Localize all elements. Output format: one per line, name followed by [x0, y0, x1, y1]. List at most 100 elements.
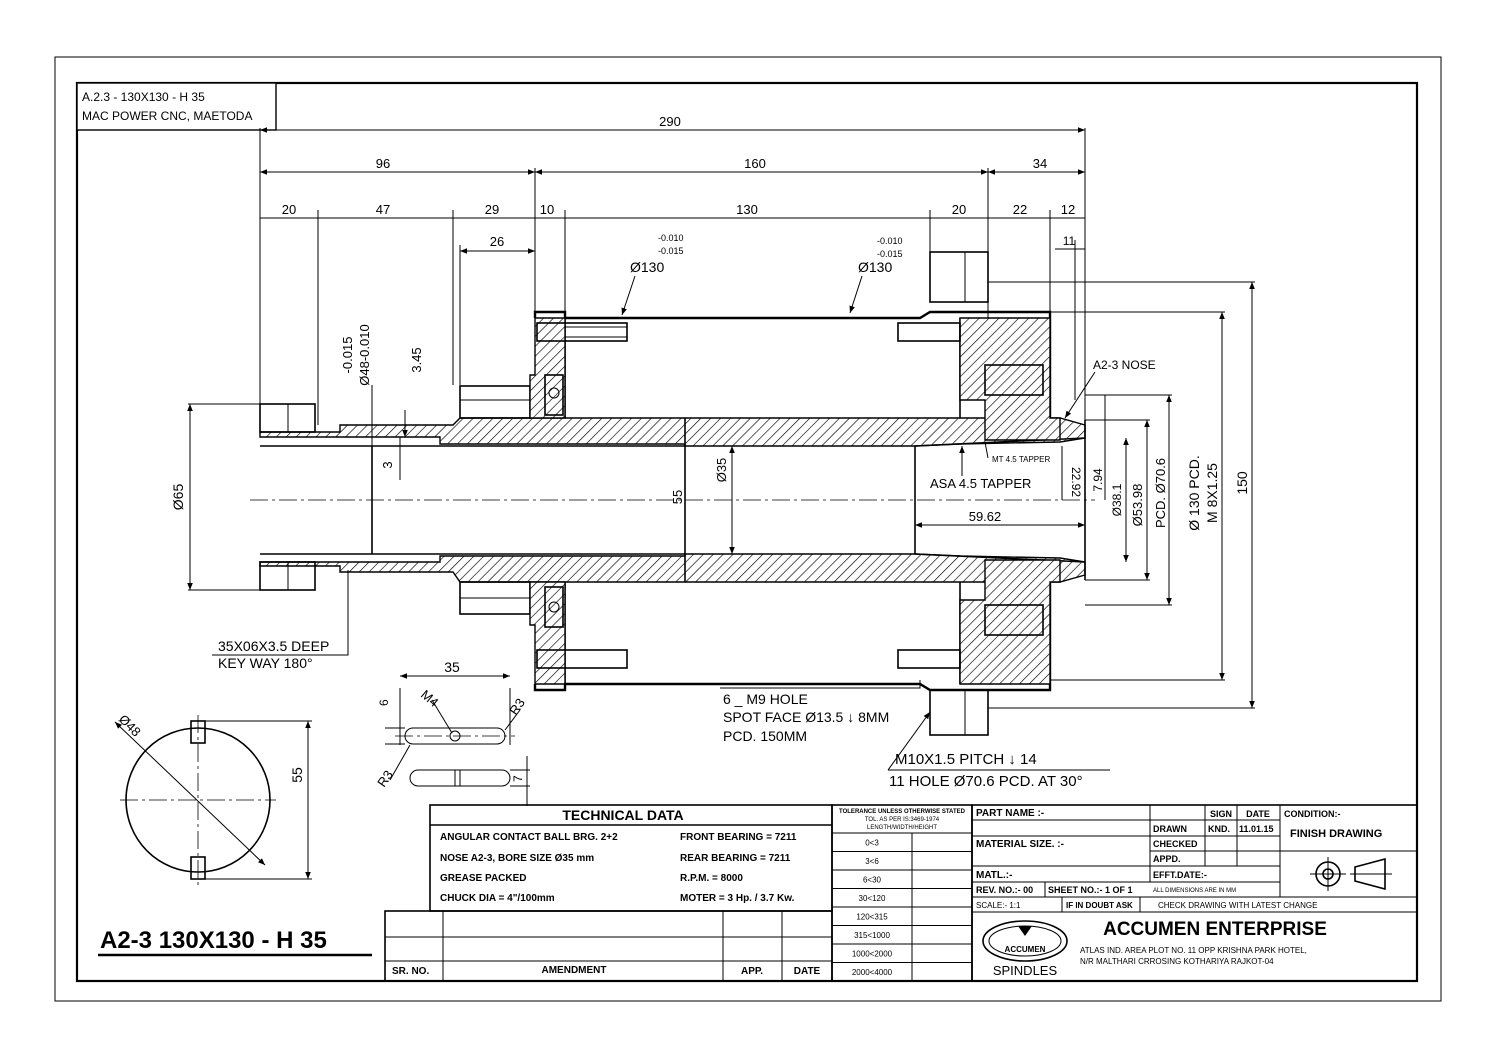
dim-7-94: 7.94 — [1091, 468, 1105, 492]
key-dim-7: 7 — [511, 775, 525, 782]
dim-pcd70-6: PCD. Ø70.6 — [1153, 458, 1168, 528]
tolerance-heading-1: TOLERANCE UNLESS OTHERWISE STATED — [839, 809, 966, 815]
end-view-dia48: Ø48 — [116, 712, 144, 740]
company-name: ACCUMEN ENTERPRISE — [1103, 919, 1327, 940]
condition-value: FINISH DRAWING — [1290, 828, 1382, 840]
keyway-note-1: 35X06X3.5 DEEP — [218, 638, 329, 654]
dim-20a: 20 — [282, 202, 296, 217]
dim-22: 22 — [1013, 202, 1027, 217]
dim-dia48: Ø48-0.010 — [357, 324, 372, 385]
m10-note-2: 11 HOLE Ø70.6 PCD. AT 30° — [889, 773, 1083, 790]
all-dimensions: ALL DIMENSIONS ARE IN MM — [1153, 888, 1236, 894]
address-line2: N/R MALTHARI CRROSING KOTHARIYA RAJKOT-0… — [1080, 957, 1274, 966]
tolerance-range: 30<120 — [859, 894, 886, 903]
if-in-doubt: IF IN DOUBT ASK — [1066, 901, 1133, 910]
end-view: Ø48 55 — [114, 712, 312, 885]
tolerance-table: TOLERANCE UNLESS OTHERWISE STATED TOL. A… — [831, 804, 973, 982]
dim-10: 10 — [540, 202, 554, 217]
header-line1: A.2.3 - 130X130 - H 35 — [82, 90, 205, 104]
nose-label: A2-3 NOSE — [1093, 358, 1156, 372]
date-heading: DATE — [1246, 809, 1270, 819]
asa-taper: ASA 4.5 TAPPER — [930, 476, 1031, 491]
sign-heading: SIGN — [1210, 809, 1232, 819]
check-drawing: CHECK DRAWING WITH LATEST CHANGE — [1158, 901, 1317, 910]
tolerance-range: 0<3 — [865, 839, 879, 848]
notes: 35X06X3.5 DEEP KEY WAY 180° 6 _ M9 HOLE … — [212, 570, 1110, 790]
side-dimensions: Ø65 -0.015 Ø48-0.010 3.45 3 55 Ø35 ASA 4… — [170, 281, 1255, 709]
dim-12: 12 — [1061, 202, 1075, 217]
spindle-section — [250, 251, 1095, 736]
outer-border — [54, 56, 1442, 1002]
appd-label: APPD. — [1153, 854, 1181, 864]
tech-row3-left: GREASE PACKED — [440, 873, 527, 884]
amendment-sr-no: SR. NO. — [392, 966, 429, 977]
top-dimensions: 290 96 160 34 20 47 29 10 130 20 22 12 2… — [259, 114, 1086, 425]
dim-dia38-1: Ø38.1 — [1110, 483, 1124, 516]
amendment-date: DATE — [794, 966, 821, 977]
key-detail: 35 M4 6 R3 R3 7 — [374, 659, 530, 806]
drawn-date: 11.01.15 — [1239, 824, 1274, 834]
tolerance-heading-2: TOL. AS PER IS:3469-1974 — [865, 817, 940, 823]
technical-data-table: TECHNICAL DATA ANGULAR CONTACT BALL BRG.… — [429, 804, 833, 912]
dim-26: 26 — [490, 234, 504, 249]
drawn-label: DRAWN — [1153, 824, 1187, 834]
rev-no: REV. NO.:- 00 — [976, 885, 1033, 895]
tech-row4-left: CHUCK DIA = 4"/100mm — [440, 893, 555, 904]
dim-dia65: Ø65 — [170, 484, 186, 511]
dim-59-62: 59.62 — [969, 509, 1002, 524]
header-box: A.2.3 - 130X130 - H 35 MAC POWER CNC, MA… — [76, 82, 277, 131]
tol-right-lower: -0.015 — [877, 249, 903, 259]
dim-dia35: Ø35 — [714, 458, 729, 483]
dim-29: 29 — [485, 202, 499, 217]
tol-left-upper: -0.010 — [658, 233, 684, 243]
tech-row2-right: REAR BEARING = 7211 — [680, 853, 791, 864]
tolerance-range: 1000<2000 — [852, 950, 893, 959]
checked-label: CHECKED — [1153, 839, 1198, 849]
dim-dia53-98: Ø53.98 — [1130, 484, 1145, 527]
tech-row4-right: MOTER = 3 Hp. / 3.7 Kw. — [680, 893, 795, 904]
dim-dia130-left: Ø130 — [630, 259, 664, 275]
key-dim-35: 35 — [444, 659, 460, 675]
material-size: MATERIAL SIZE. :- — [976, 839, 1064, 850]
tech-row1-right: FRONT BEARING = 7211 — [680, 832, 797, 843]
accumen-logo-icon: ACCUMEN — [982, 920, 1068, 962]
drawn-sign: KND. — [1208, 824, 1230, 834]
efft-date: EFFT.DATE:- — [1153, 870, 1207, 880]
dim-11: 11 — [1063, 234, 1076, 248]
mt-taper: MT 4.5 TAPPER — [992, 455, 1050, 464]
matl: MATL.:- — [976, 870, 1012, 881]
dim-150: 150 — [1234, 471, 1250, 495]
dim-96: 96 — [376, 156, 390, 171]
dim-dia48-tol: -0.015 — [340, 337, 355, 374]
key-dim-m4: M4 — [418, 687, 441, 710]
tolerance-range: 315<1000 — [854, 931, 890, 940]
header-line2: MAC POWER CNC, MAETODA — [82, 109, 252, 123]
tolerance-range: 3<6 — [865, 857, 879, 866]
dim-20b: 20 — [952, 202, 966, 217]
hole-note-1: 6 _ M9 HOLE — [723, 691, 808, 707]
dim-55: 55 — [670, 490, 685, 504]
tol-left-lower: -0.015 — [658, 246, 684, 256]
dim-m8: M 8X1.25 — [1204, 463, 1220, 523]
end-view-dim-55: 55 — [289, 767, 305, 783]
tolerance-range: 2000<4000 — [852, 968, 893, 977]
tolerance-heading-3: LENGTH/WIDTH/HEIGHT — [867, 825, 937, 831]
projection-symbol-icon — [1310, 857, 1392, 891]
key-dim-r3-bottom: R3 — [374, 767, 396, 789]
tolerance-range: 120<315 — [856, 913, 888, 922]
dim-pcd130: Ø 130 PCD. — [1186, 455, 1202, 530]
m10-note-1: M10X1.5 PITCH ↓ 14 — [895, 751, 1037, 768]
tolerance-range: 6<30 — [863, 876, 882, 885]
logo-text: ACCUMEN — [1005, 945, 1046, 954]
hole-note-2: SPOT FACE Ø13.5 ↓ 8MM — [723, 709, 889, 725]
amendment-app: APP. — [741, 966, 763, 977]
dim-3-45: 3.45 — [409, 347, 424, 372]
drawing-title: A2-3 130X130 - H 35 — [100, 927, 327, 954]
key-dim-6: 6 — [377, 699, 391, 706]
address-line1: ATLAS IND. AREA PLOT NO. 11 OPP KRISHNA … — [1080, 946, 1307, 955]
tol-right-upper: -0.010 — [877, 236, 903, 246]
dim-34: 34 — [1033, 156, 1047, 171]
dim-47: 47 — [376, 202, 390, 217]
title-block: PART NAME :- MATERIAL SIZE. :- MATL.:- R… — [971, 804, 1418, 982]
